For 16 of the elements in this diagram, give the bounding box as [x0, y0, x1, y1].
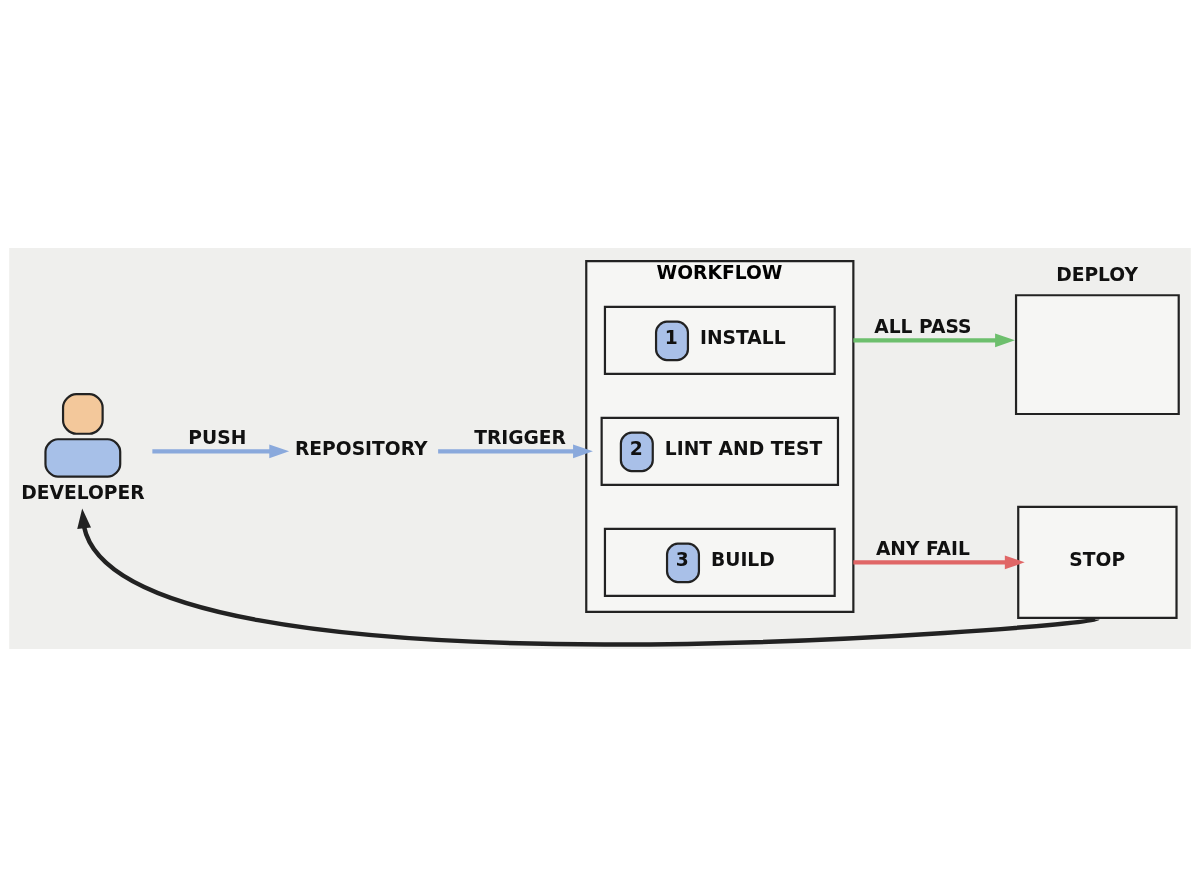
edge-label: TRIGGER — [474, 426, 566, 448]
arrow — [853, 332, 1015, 347]
arrow — [77, 507, 1098, 647]
edge-label: PUSH — [188, 426, 247, 448]
node-box: 3 BUILD — [603, 527, 836, 597]
node-box: 2 LINT AND TEST — [600, 416, 840, 486]
arrow — [438, 443, 593, 458]
node-label: DEVELOPER — [21, 481, 145, 503]
arrow — [853, 554, 1025, 569]
edge-label: ANY FAIL — [875, 537, 970, 559]
edge-label: ALL PASS — [874, 315, 972, 337]
node-text: REPOSITORY — [294, 437, 428, 459]
node-label: DEPLOY — [1056, 263, 1139, 285]
arrow — [152, 443, 290, 458]
node-box: 1 INSTALL — [603, 305, 836, 375]
node-box: STOP — [1017, 505, 1178, 619]
